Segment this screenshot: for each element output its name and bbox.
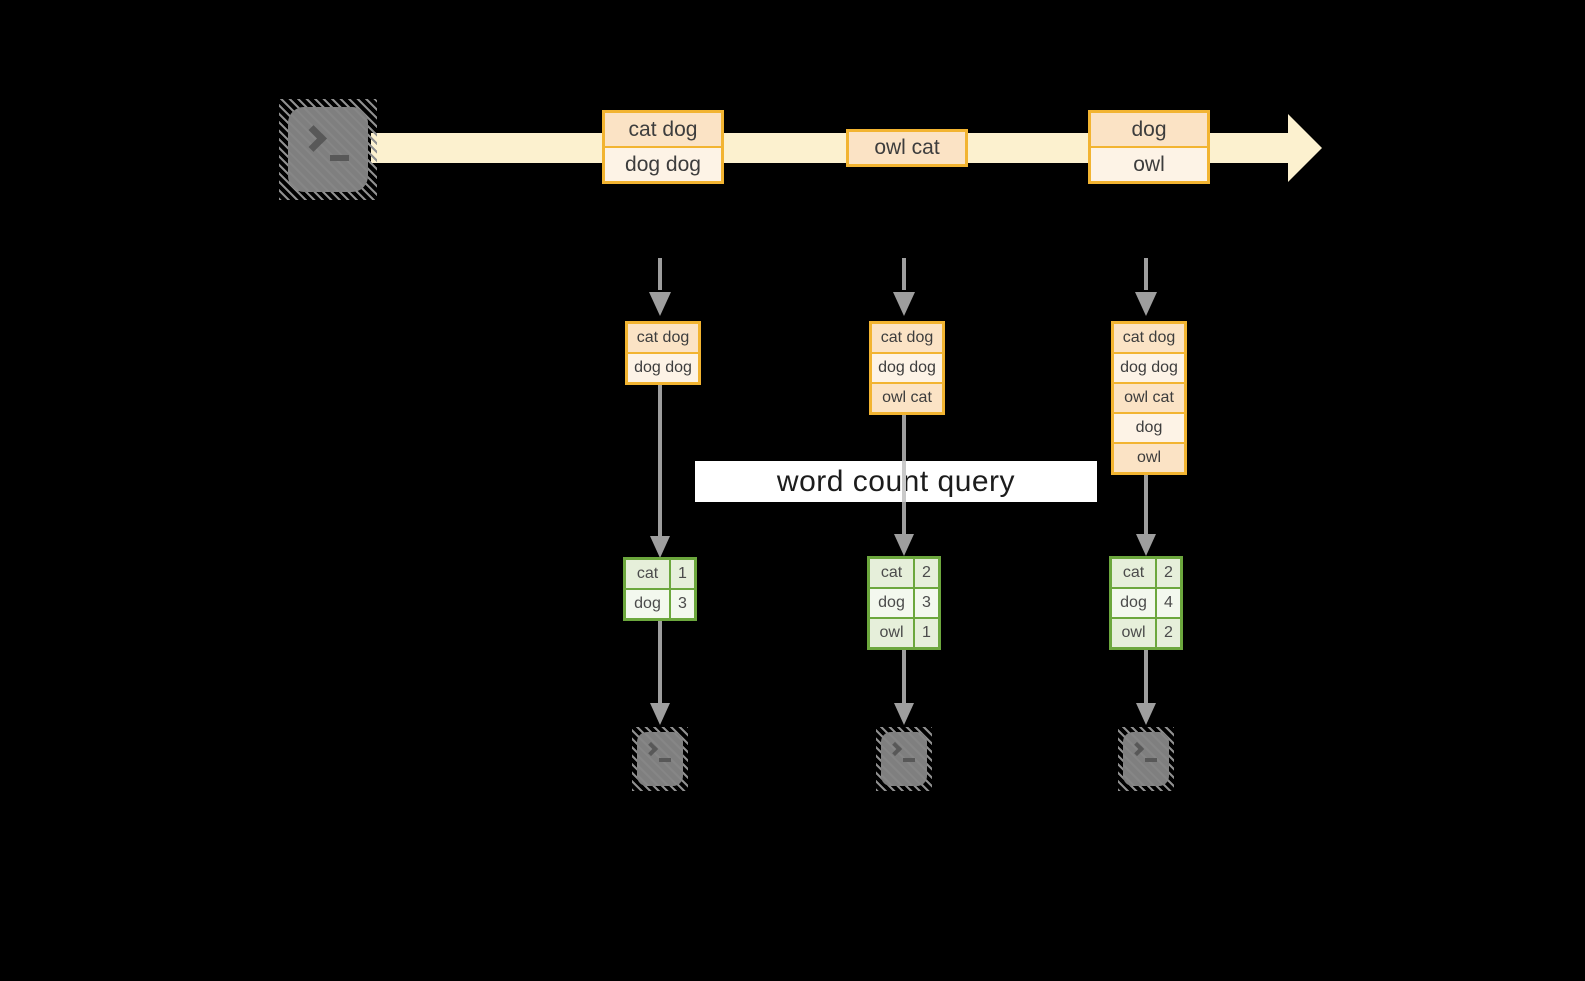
count-cell: 4 [1157, 589, 1180, 617]
arrow-down-icon [650, 536, 670, 558]
input-table-cell: dog dog [872, 354, 942, 382]
terminal-prompt-chevron [887, 741, 903, 757]
terminal-prompt-chevron [1129, 741, 1145, 757]
output-arrow-shaft [1144, 650, 1148, 704]
input-table-cell: dog dog [1114, 354, 1184, 382]
input-table-cell: owl cat [872, 384, 942, 412]
query-band: word count query [695, 461, 1097, 502]
word-cell: dog [626, 590, 669, 618]
terminal-body [881, 732, 927, 786]
input-table-1: cat dog dog dog [625, 321, 701, 385]
input-table-cell: cat dog [1114, 324, 1184, 352]
record-cell: cat dog [605, 113, 721, 146]
count-cell: 3 [915, 589, 938, 617]
terminal-prompt-underscore [903, 758, 915, 762]
terminal-icon [632, 727, 688, 791]
input-table-cell: owl [1114, 444, 1184, 472]
record-cell: owl [1091, 148, 1207, 181]
input-table-cell: dog [1114, 414, 1184, 442]
count-cell: 1 [671, 560, 694, 588]
record-cell: owl cat [849, 132, 965, 164]
dashed-arrow-shaft [902, 258, 906, 290]
arrow-right-icon [1288, 114, 1322, 182]
count-cell: 3 [671, 590, 694, 618]
terminal-icon [279, 99, 377, 200]
arrow-down-icon [649, 292, 671, 316]
word-cell: cat [1112, 559, 1155, 587]
word-cell: dog [1112, 589, 1155, 617]
count-cell: 2 [915, 559, 938, 587]
terminal-body [288, 107, 368, 192]
stream-record-2: owl cat [846, 129, 968, 167]
terminal-icon [1118, 727, 1174, 791]
result-table-1: cat 1 dog 3 [623, 557, 697, 621]
terminal-prompt-underscore [330, 155, 349, 161]
arrow-down-icon [894, 534, 914, 556]
word-cell: owl [1112, 619, 1155, 647]
terminal-prompt-chevron [300, 125, 327, 152]
output-arrow-shaft [658, 621, 662, 704]
stream-record-3: dog owl [1088, 110, 1210, 184]
query-arrow-shaft-overlay [902, 461, 906, 502]
dashed-arrow-shaft [658, 258, 662, 290]
input-table-cell: cat dog [872, 324, 942, 352]
input-table-2: cat dog dog dog owl cat [869, 321, 945, 415]
terminal-prompt-underscore [1145, 758, 1157, 762]
count-cell: 2 [1157, 559, 1180, 587]
terminal-prompt-underscore [659, 758, 671, 762]
word-cell: cat [626, 560, 669, 588]
terminal-icon [876, 727, 932, 791]
arrow-down-icon [1136, 534, 1156, 556]
word-cell: dog [870, 589, 913, 617]
arrow-down-icon [1136, 703, 1156, 725]
query-label: word count query [776, 464, 1016, 498]
input-table-cell: owl cat [1114, 384, 1184, 412]
terminal-prompt-chevron [643, 741, 659, 757]
record-cell: dog dog [605, 148, 721, 181]
arrow-down-icon [1135, 292, 1157, 316]
arrow-down-icon [893, 292, 915, 316]
word-cell: cat [870, 559, 913, 587]
input-table-cell: cat dog [628, 324, 698, 352]
query-arrow-shaft [658, 385, 662, 537]
dashed-arrow-shaft [1144, 258, 1148, 290]
query-arrow-shaft [1144, 475, 1148, 535]
result-table-3: cat 2 dog 4 owl 2 [1109, 556, 1183, 650]
result-table-2: cat 2 dog 3 owl 1 [867, 556, 941, 650]
terminal-body [637, 732, 683, 786]
output-arrow-shaft [902, 650, 906, 704]
input-table-3: cat dog dog dog owl cat dog owl [1111, 321, 1187, 475]
stream-record-1: cat dog dog dog [602, 110, 724, 184]
word-cell: owl [870, 619, 913, 647]
count-cell: 2 [1157, 619, 1180, 647]
count-cell: 1 [915, 619, 938, 647]
arrow-down-icon [650, 703, 670, 725]
input-table-cell: dog dog [628, 354, 698, 382]
record-cell: dog [1091, 113, 1207, 146]
arrow-down-icon [894, 703, 914, 725]
terminal-body [1123, 732, 1169, 786]
